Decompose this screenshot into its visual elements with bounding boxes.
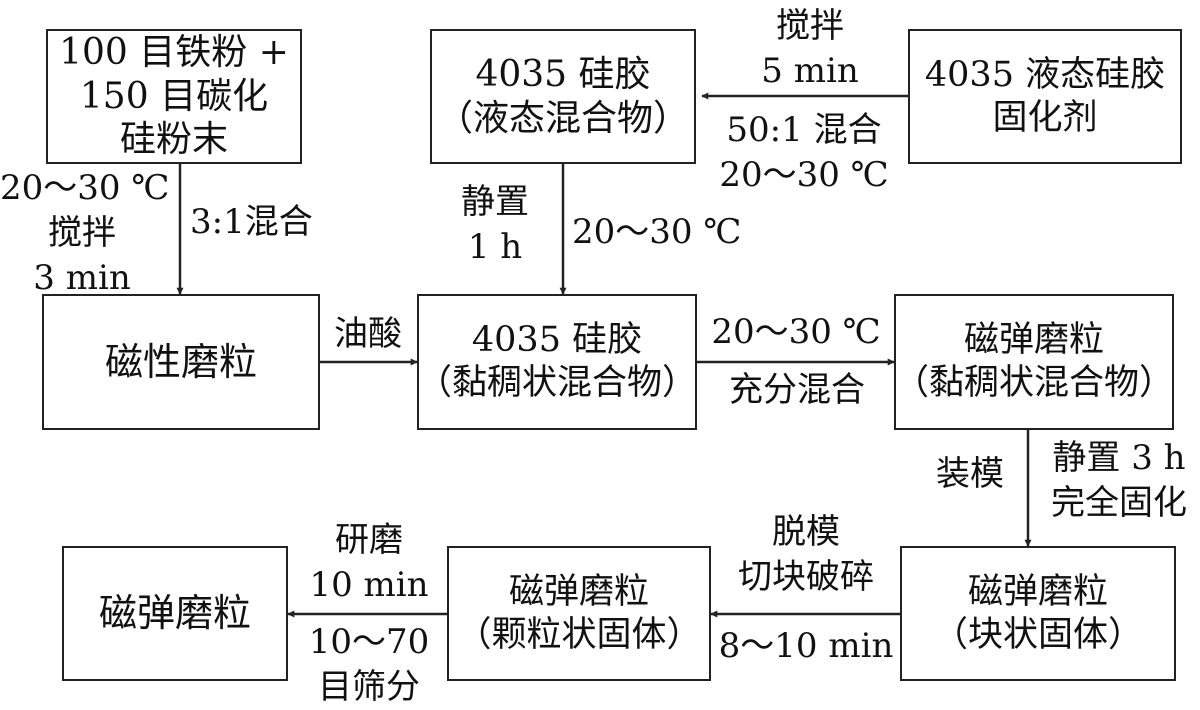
label-iron-left: 20～30 ℃ 搅拌 3 min	[0, 166, 170, 301]
box-magnetoelastic-granular: 磁弹磨粒 （颗粒状固体）	[447, 546, 711, 681]
label-line: 10 min	[309, 564, 429, 605]
label-gel-right: 20～30 ℃	[572, 210, 741, 255]
label-line: 目筛分	[318, 666, 420, 707]
label-line: 8～10 min	[718, 626, 894, 666]
label-line: 20～30 ℃	[719, 154, 889, 195]
box-line: 150 目碳化	[79, 75, 269, 117]
label-line: 搅拌	[776, 6, 844, 46]
label-line: 装模	[936, 454, 1004, 494]
label-viscous-top: 20～30 ℃	[702, 310, 890, 355]
box-line: （黏稠状混合物）	[894, 363, 1175, 403]
label-line: 静置 3 h	[1052, 438, 1186, 478]
label-line: 搅拌	[48, 212, 116, 253]
box-line: 4035 硅胶	[471, 320, 643, 361]
label-line: 3:1混合	[190, 202, 313, 242]
box-iron-sic-powder: 100 目铁粉 + 150 目碳化 硅粉末	[46, 29, 302, 164]
box-line: 磁弹磨粒	[963, 320, 1104, 361]
box-line: （块状固体）	[932, 614, 1143, 655]
label-viscous-bottom: 充分混合	[712, 368, 882, 413]
box-line: （颗粒状固体）	[456, 614, 702, 655]
label-line: 油酸	[334, 314, 402, 354]
label-line: 5 min	[761, 50, 859, 91]
box-line: 固化剂	[992, 97, 1098, 138]
label-mold-right: 静置 3 h 完全固化	[1038, 436, 1200, 526]
label-oleic-acid: 油酸	[322, 312, 414, 357]
label-line: 10～70	[308, 622, 430, 662]
box-curing-agent: 4035 液态硅胶 固化剂	[908, 29, 1182, 164]
box-silica-gel-liquid: 4035 硅胶 （液态混合物）	[430, 29, 696, 164]
label-grind-bottom: 10～70 目筛分	[300, 620, 438, 710]
box-silica-gel-viscous: 4035 硅胶 （黏稠状混合物）	[417, 294, 697, 430]
box-line: 4035 液态硅胶	[924, 54, 1166, 95]
box-line: 磁弹磨粒	[508, 571, 649, 612]
box-magnetoelastic-viscous: 磁弹磨粒 （黏稠状混合物）	[894, 294, 1174, 430]
box-line: 4035 硅胶	[475, 53, 651, 95]
label-curing-bottom: 50:1 混合 20～30 ℃	[712, 108, 896, 198]
label-line: 20～30 ℃	[0, 168, 170, 208]
label-grind-top: 研磨 10 min	[300, 518, 438, 608]
box-line: 磁性磨粒	[104, 339, 257, 384]
label-line: 20～30 ℃	[711, 312, 881, 352]
label-line: 研磨	[335, 520, 403, 560]
label-demold-top: 脱模 切块破碎	[716, 510, 896, 600]
label-line: 3 min	[33, 257, 131, 298]
box-magnetoelastic-block: 磁弹磨粒 （块状固体）	[900, 546, 1176, 681]
label-iron-right: 3:1混合	[190, 200, 313, 245]
box-line: 磁弹磨粒	[98, 591, 251, 636]
box-magnetoelastic-final: 磁弹磨粒	[62, 546, 288, 681]
label-gel-left: 静置 1 h	[440, 180, 550, 270]
label-mold-left: 装模	[922, 452, 1018, 497]
box-line: 100 目铁粉 +	[59, 31, 289, 73]
box-line: 磁弹磨粒	[967, 571, 1108, 612]
box-line: 硅粉末	[119, 119, 228, 161]
label-demold-bottom: 8～10 min	[716, 624, 896, 669]
label-line: 静置	[461, 182, 529, 222]
label-line: 50:1 混合	[726, 110, 882, 150]
label-line: 充分混合	[729, 370, 865, 410]
label-line: 20～30 ℃	[572, 212, 742, 252]
label-curing-top: 搅拌 5 min	[720, 4, 900, 94]
box-line: （液态混合物）	[436, 97, 689, 139]
label-line: 完全固化	[1051, 482, 1187, 523]
box-magnetic-grain: 磁性磨粒	[42, 294, 320, 430]
label-line: 脱模	[772, 512, 840, 552]
label-line: 切块破碎	[738, 556, 874, 597]
label-line: 1 h	[467, 226, 523, 267]
box-line: （黏稠状混合物）	[417, 363, 698, 403]
